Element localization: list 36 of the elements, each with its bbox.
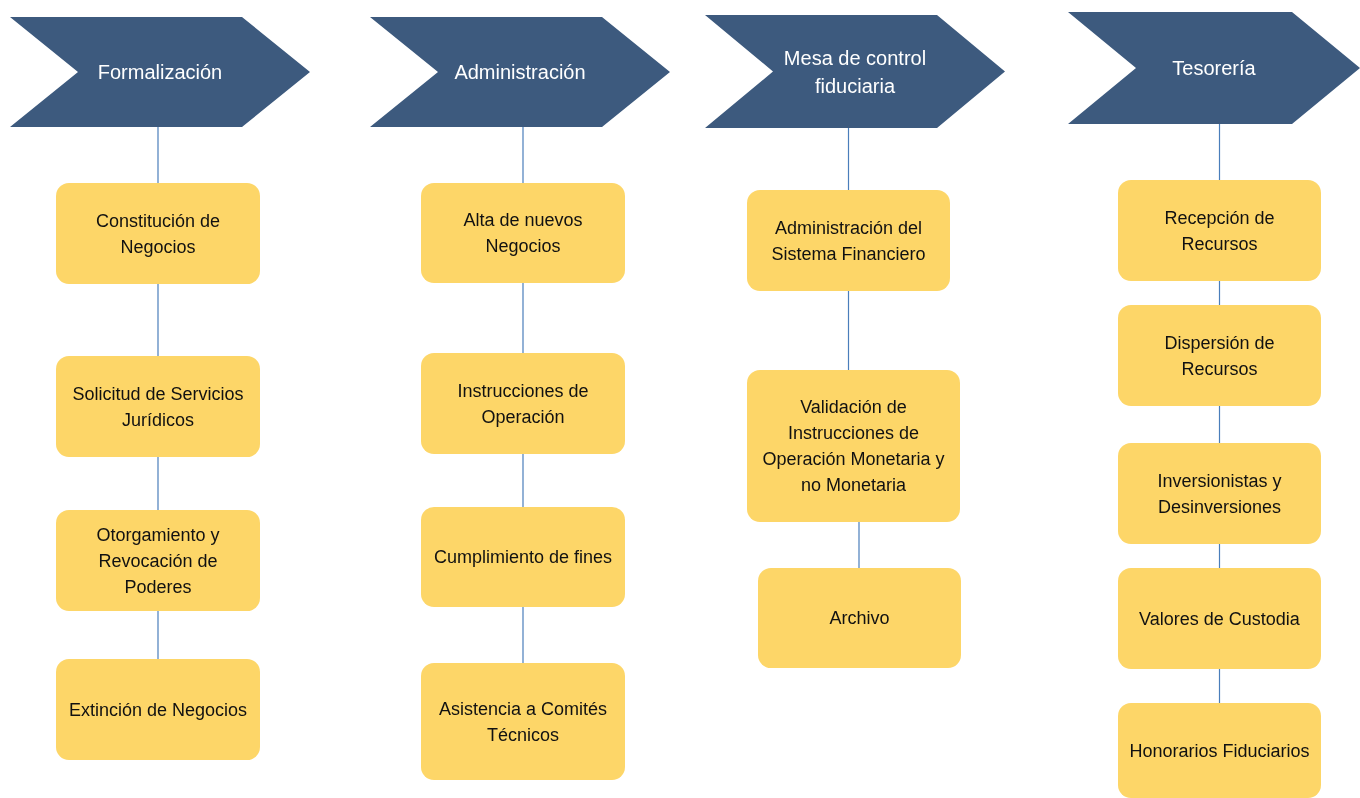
connector-line [522,126,524,184]
process-box: Valores de Custodia [1118,568,1321,669]
stage-title: Formalización [97,60,223,85]
connector-line [1218,543,1221,569]
process-box: Cumplimiento de fines [421,507,625,607]
stage-title: Mesa de control fiduciaria [782,45,928,99]
connector-line [1218,405,1221,444]
process-box: Archivo [758,568,961,668]
process-box: Asistencia a Comités Técnicos [421,663,625,780]
connector-line [522,282,524,354]
process-box: Administración del Sistema Financiero [747,190,950,291]
process-box: Alta de nuevos Negocios [421,183,625,283]
process-box: Validación de Instrucciones de Operación Monetaria y no Monetaria [747,370,960,522]
process-box: Solicitud de Servicios Jurídicos [56,356,260,457]
connector-line [858,521,860,569]
process-box: Instrucciones de Operación [421,353,625,454]
stage-title: Tesorería [1172,56,1256,81]
connector-line [847,127,850,191]
connector-line [157,456,159,511]
process-box: Inversionistas y Desinversiones [1118,443,1321,544]
process-box: Otorgamiento y Revocación de Poderes [56,510,260,611]
connector-line [157,126,159,184]
connector-line [157,283,159,357]
connector-line [522,606,524,664]
connector-line [157,610,159,660]
process-box: Dispersión de Recursos [1118,305,1321,406]
process-box: Honorarios Fiduciarios [1118,703,1321,798]
process-box: Extinción de Negocios [56,659,260,760]
process-box: Recepción de Recursos [1118,180,1321,281]
stage-title: Administración [454,60,586,85]
connector-line [1218,668,1221,704]
connector-line [1218,123,1221,181]
connector-line [522,453,524,508]
process-box: Constitución de Negocios [56,183,260,284]
connector-line [1218,280,1221,306]
connector-line [847,290,850,371]
